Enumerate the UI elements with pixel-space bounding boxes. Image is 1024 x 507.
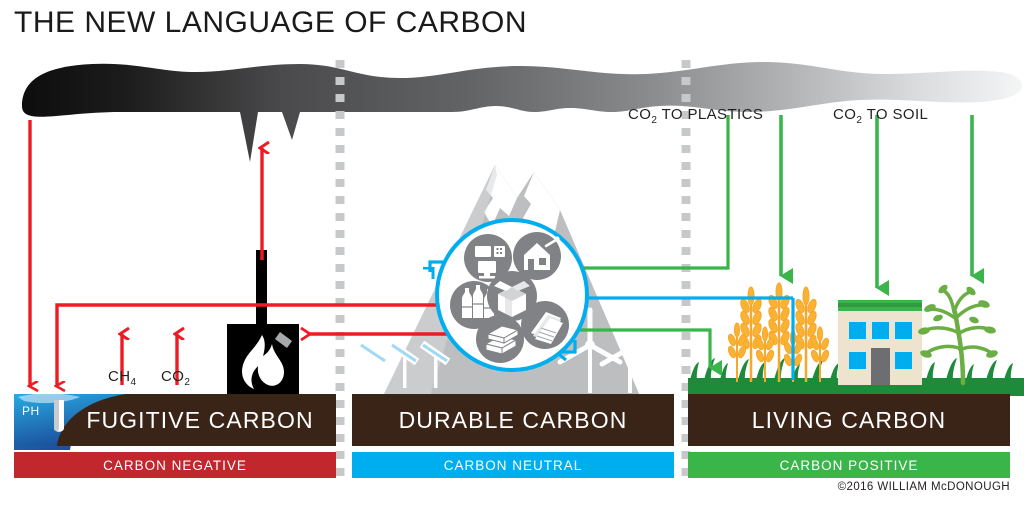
co2-soil-text: CO — [833, 106, 857, 123]
status-label-carbon-negative: CARBON NEGATIVE — [103, 457, 247, 473]
co2-text: CO — [161, 368, 185, 385]
co2-soil-subscript: 2 — [856, 115, 863, 126]
arrow-durable-to-ocean — [57, 303, 455, 386]
status-label-carbon-positive: CARBON POSITIVE — [779, 457, 919, 473]
electronics-icon — [464, 234, 512, 282]
carbon-bands — [14, 393, 1010, 478]
co2-soil-rest: TO SOIL — [862, 106, 929, 123]
ch4-text: CH — [108, 368, 131, 385]
lumber-icon — [476, 315, 524, 363]
paper-icon — [521, 301, 569, 349]
ph-strip-icon-2 — [54, 400, 64, 432]
arrow-co2-to-plastics — [570, 115, 730, 268]
durable-products-circle — [435, 218, 589, 372]
band-label-living: LIVING CARBON — [751, 406, 947, 433]
solar-panel — [357, 340, 451, 388]
smoke-plume — [22, 62, 1022, 162]
tree — [918, 284, 998, 386]
co2-subscript: 2 — [184, 377, 191, 388]
co2-to-plastics-label: CO2 TO PLASTICS — [628, 106, 763, 126]
band-label-fugitive: FUGITIVE CARBON — [86, 406, 314, 433]
band-label-durable: DURABLE CARBON — [398, 406, 628, 433]
green-roof-building — [838, 300, 922, 385]
co2-to-soil-label: CO2 TO SOIL — [833, 106, 928, 126]
co2-plastics-subscript: 2 — [651, 115, 658, 126]
co2-plastics-text: CO — [628, 106, 652, 123]
arrow-living-to-durable — [570, 298, 795, 380]
bottles-icon — [450, 281, 498, 329]
arrow-circle-to-soil — [555, 328, 722, 376]
box-icon — [487, 271, 537, 321]
page-title: THE NEW LANGUAGE OF CARBON — [14, 6, 528, 39]
status-label-carbon-neutral: CARBON NEUTRAL — [443, 457, 583, 473]
furnace-icon — [227, 250, 299, 396]
section-divider — [335, 60, 691, 484]
house-icon — [513, 232, 561, 280]
ch4-label: CH4 — [108, 368, 136, 388]
ch4-subscript: 4 — [130, 377, 137, 388]
co2-plastics-rest: TO PLASTICS — [657, 106, 764, 123]
co2-fugitive-label: CO2 — [161, 368, 190, 388]
copyright-notice: ©2016 WILLIAM McDONOUGH — [837, 481, 1010, 493]
ph-label: PH — [22, 404, 40, 418]
